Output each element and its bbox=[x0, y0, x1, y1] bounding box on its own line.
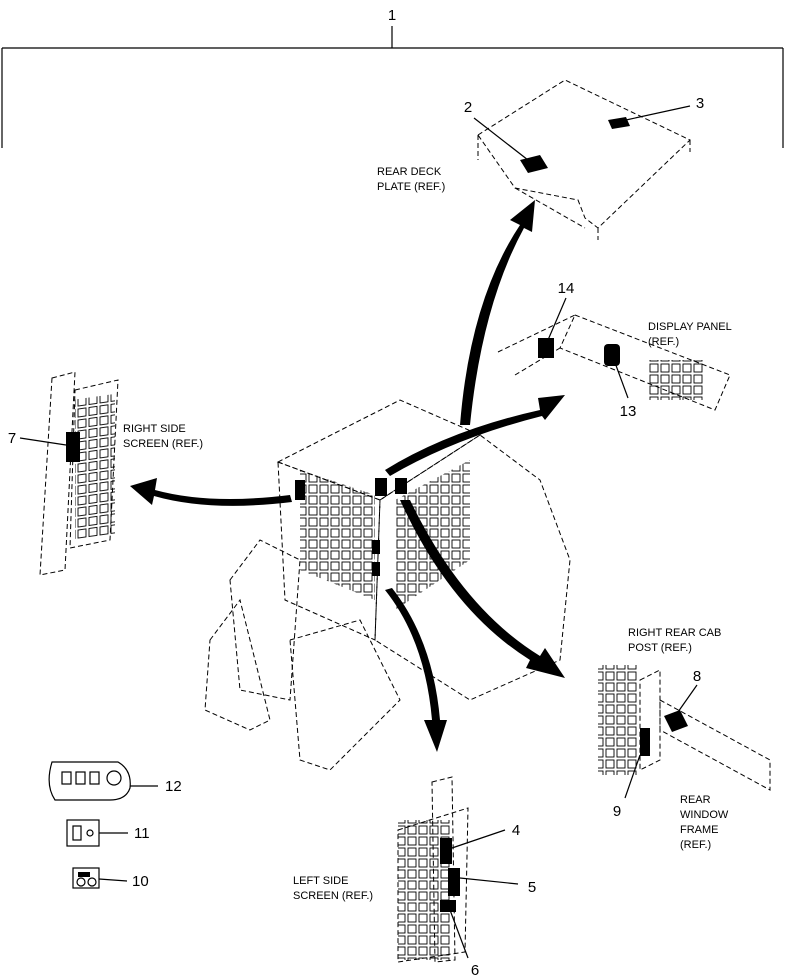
rear-deck-label-line1: REAR DECK bbox=[377, 166, 442, 178]
right-side-screen-label-line1: RIGHT SIDE bbox=[123, 423, 186, 435]
right-rear-cab-post bbox=[598, 665, 771, 791]
decal-7-location bbox=[295, 480, 305, 500]
callout-12: 12 bbox=[165, 778, 182, 795]
rear-window-label-line1: REAR bbox=[680, 794, 711, 806]
right-side-screen-label-line2: SCREEN (REF.) bbox=[123, 438, 203, 450]
rear-deck-label-line2: PLATE (REF.) bbox=[377, 181, 445, 193]
decal-12 bbox=[48, 761, 131, 801]
callout-6: 6 bbox=[471, 962, 479, 979]
rear-window-label-line3: FRAME bbox=[680, 824, 719, 836]
arrow-to-display-panel bbox=[385, 395, 565, 476]
callout-9: 9 bbox=[613, 803, 621, 820]
callout-14: 14 bbox=[558, 280, 575, 297]
decal-4 bbox=[440, 838, 452, 864]
decal-13-location bbox=[395, 478, 407, 494]
callout-11: 11 bbox=[134, 825, 150, 842]
decal-9 bbox=[640, 728, 650, 756]
display-panel-label-line1: DISPLAY PANEL bbox=[648, 321, 732, 333]
decal-10 bbox=[72, 867, 100, 889]
rear-window-label-line4: (REF.) bbox=[680, 839, 711, 851]
callout-2: 2 bbox=[464, 99, 472, 116]
callout-5: 5 bbox=[528, 879, 536, 896]
decal-13 bbox=[604, 344, 620, 366]
callout-7: 7 bbox=[8, 430, 16, 447]
right-side-screen bbox=[39, 371, 119, 576]
display-panel bbox=[497, 314, 731, 411]
callout-4: 4 bbox=[512, 822, 520, 839]
arrow-to-left-side-screen bbox=[385, 588, 447, 752]
callout-13: 13 bbox=[620, 403, 637, 420]
loader-cab bbox=[204, 399, 571, 771]
assembly-callout: 1 bbox=[388, 7, 396, 24]
decal-5 bbox=[448, 868, 460, 896]
decal-14-location bbox=[375, 478, 387, 496]
display-panel-label-line2: (REF.) bbox=[648, 336, 679, 348]
decal-14 bbox=[538, 338, 554, 358]
arrow-to-rear-deck bbox=[460, 200, 535, 425]
decal-8 bbox=[664, 710, 688, 732]
decal-7 bbox=[66, 432, 80, 462]
callout-10: 10 bbox=[132, 873, 149, 890]
rear-deck-plate bbox=[477, 79, 691, 240]
left-side-screen-label-line1: LEFT SIDE bbox=[293, 875, 348, 887]
left-side-screen bbox=[397, 776, 469, 963]
rear-window-label-line2: WINDOW bbox=[680, 809, 729, 821]
decal-11 bbox=[66, 819, 100, 847]
left-side-screen-label-line2: SCREEN (REF.) bbox=[293, 890, 373, 902]
decal-3 bbox=[608, 117, 630, 129]
cab-post-label-line1: RIGHT REAR CAB bbox=[628, 627, 721, 639]
callout-8: 8 bbox=[693, 668, 701, 685]
arrow-to-cab-post bbox=[400, 500, 565, 678]
callout-3: 3 bbox=[696, 95, 704, 112]
arrow-to-right-side-screen bbox=[130, 478, 292, 506]
decal-6 bbox=[440, 900, 456, 912]
cab-post-label-line2: POST (REF.) bbox=[628, 642, 692, 654]
assembly-bracket bbox=[1, 26, 784, 148]
